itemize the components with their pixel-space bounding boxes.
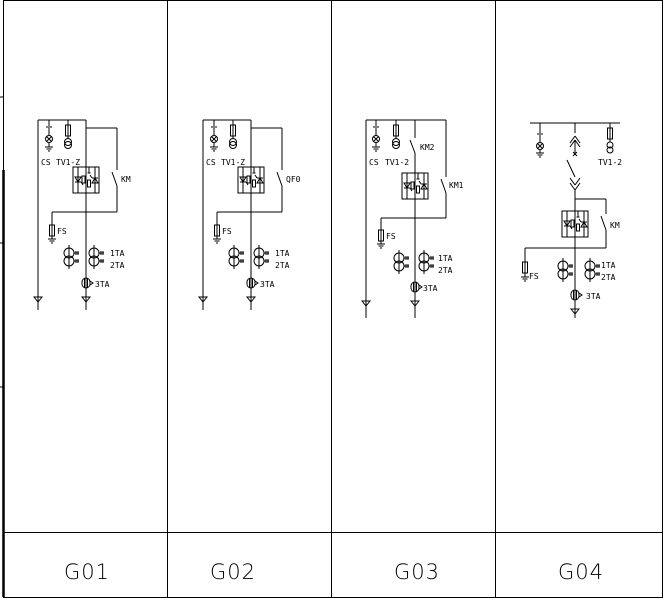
voltage-transformer-icon (229, 141, 237, 149)
ta1-label: 1TA (601, 261, 616, 270)
voltage-transformer-icon (64, 138, 72, 146)
ta2-label: 2TA (110, 261, 125, 270)
withdrawable-contact-icon (574, 182, 581, 191)
cross-icon (537, 143, 543, 149)
ct-arrow (578, 292, 583, 298)
cross-icon (572, 151, 578, 157)
cross-icon (46, 136, 52, 142)
ct-arrow (418, 284, 423, 290)
diode-icon (256, 177, 264, 184)
cs-label: CS (206, 158, 216, 167)
ta2-label: 2TA (438, 266, 453, 275)
thyristor-icon (74, 176, 82, 183)
voltage-transformer-icon (229, 138, 237, 146)
withdrawable-contact-icon (574, 177, 581, 186)
diode-icon (91, 177, 99, 184)
thyristor-icon (403, 182, 411, 189)
ta1-label: 1TA (110, 249, 125, 258)
cs-label: CS (369, 158, 379, 167)
withdrawable-contact-icon (574, 135, 581, 144)
fs-label: FS (529, 272, 539, 281)
switch-label: KM (610, 221, 620, 230)
surge-arrester-box (237, 166, 265, 194)
resistor-icon (81, 175, 86, 184)
voltage-transformer-icon (606, 141, 614, 149)
switch-icon (440, 178, 447, 194)
panel-label-g04: G04 (558, 560, 604, 584)
switch-label: KM (121, 175, 131, 184)
switch-label: KM1 (449, 181, 464, 190)
ta3-label: 3TA (586, 292, 601, 301)
fs-label: FS (57, 227, 67, 236)
ta1-label: 1TA (438, 254, 453, 263)
cs-label: CS (41, 158, 51, 167)
wire (89, 174, 93, 179)
diode-icon (420, 183, 428, 190)
panel-label-g02: G02 (210, 560, 256, 584)
thyristor-icon (239, 176, 247, 183)
withdrawable-contact-icon (569, 139, 576, 148)
voltage-transformer-icon (392, 141, 400, 149)
resistor-icon (410, 181, 415, 190)
ta1-label: 1TA (275, 249, 290, 258)
tv-label: TV1-Z (221, 158, 245, 167)
resistor-icon (576, 223, 580, 232)
resistor-icon (416, 185, 420, 194)
disconnect-switch-icon (566, 159, 576, 178)
switch2-label: KM2 (420, 143, 435, 152)
switch-icon (600, 215, 607, 231)
tv-label: TV1-2 (598, 158, 622, 167)
thyristor-icon (563, 220, 571, 227)
switch-icon (111, 171, 118, 187)
panel-g01-circuit: CS TV1-Z KM FS 1TA 2TA 3TA (32, 119, 131, 310)
withdrawable-contact-icon (574, 139, 581, 148)
switch-icon (276, 171, 283, 187)
wire (578, 218, 582, 223)
cross-icon (211, 136, 217, 142)
voltage-transformer-icon (64, 141, 72, 149)
wire (418, 180, 422, 185)
wire (254, 174, 258, 179)
switch-label: QF0 (286, 175, 301, 184)
withdrawable-contact-icon (569, 182, 576, 191)
ta2-label: 2TA (275, 261, 290, 270)
diode-icon (580, 221, 588, 228)
withdrawable-contact-icon (569, 135, 576, 144)
ct-arrow (89, 280, 94, 286)
tv-label: TV1-2 (385, 158, 409, 167)
fs-label: FS (386, 232, 396, 241)
ta3-label: 3TA (95, 280, 110, 289)
ct-arrow (254, 280, 259, 286)
surge-arrester-box (561, 210, 589, 238)
resistor-icon (246, 175, 251, 184)
resistor-icon (87, 179, 91, 188)
tv-label: TV1-Z (56, 158, 80, 167)
resistor-icon (570, 219, 575, 228)
withdrawable-contact-icon (569, 177, 576, 186)
voltage-transformer-icon (606, 146, 614, 154)
panel-label-g03: G03 (394, 560, 440, 584)
cross-icon (373, 136, 379, 142)
resistor-icon (252, 179, 256, 188)
switch-icon (409, 139, 416, 154)
ta3-label: 3TA (423, 284, 438, 293)
ta3-label: 3TA (260, 280, 275, 289)
ta2-label: 2TA (601, 273, 616, 282)
panel-label-g01: G01 (64, 560, 110, 584)
fs-label: FS (222, 227, 232, 236)
panel-g04-circuit: TV1-2KM FS 1TA 2TA 3TA (521, 122, 622, 318)
surge-arrester-box (72, 166, 100, 194)
surge-arrester-box (401, 172, 429, 200)
voltage-transformer-icon (392, 138, 400, 146)
